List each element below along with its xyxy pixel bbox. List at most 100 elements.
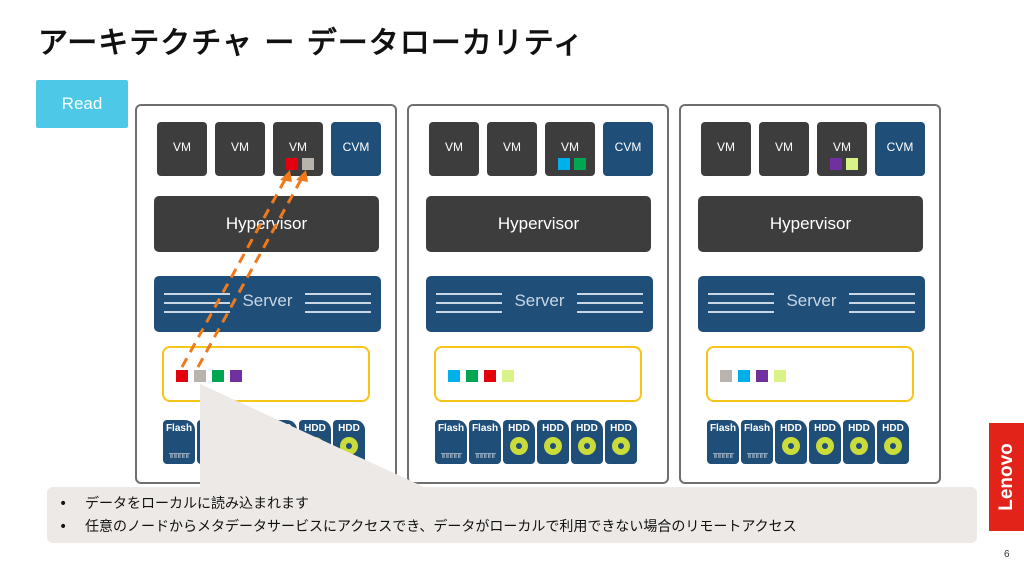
arrowhead-1 (280, 170, 292, 182)
vm-box: VM (701, 122, 751, 176)
vm-label: VM (173, 140, 191, 154)
vm-label: CVM (342, 140, 370, 154)
note-2-text: 任意のノードからメタデータサービスにアクセスでき、データがローカルで利用できない… (85, 519, 797, 535)
vm-label: VM (775, 140, 793, 154)
data-block-lime (774, 370, 786, 382)
data-block-green (212, 370, 224, 382)
vm-box: VM (545, 122, 595, 176)
data-block-cyan (738, 370, 750, 382)
vm-box: VM (487, 122, 537, 176)
data-block-gray (720, 370, 732, 382)
logo-text: Lenovo (995, 443, 1017, 511)
flash-disk-icon: Flash╥╥╥╥╥ (707, 420, 739, 464)
disk-label: HDD (848, 423, 870, 434)
hdd-disk-icon: HDD (503, 420, 535, 464)
data-block-lime (846, 158, 858, 170)
vm-label: VM (833, 140, 851, 154)
vm-label: VM (503, 140, 521, 154)
cvm-box: CVM (603, 122, 653, 176)
data-block-purple (830, 158, 842, 170)
flash-disk-icon: Flash╥╥╥╥╥ (741, 420, 773, 464)
local-storage (706, 346, 914, 402)
node-1: VMVMVMCVMHypervisorServerFlash╥╥╥╥╥Flash… (135, 104, 397, 484)
vm-box: VM (215, 122, 265, 176)
data-block-red (176, 370, 188, 382)
vm-label: VM (445, 140, 463, 154)
vm-box: VM (273, 122, 323, 176)
read-tag: Read (36, 80, 128, 128)
data-block-gray (194, 370, 206, 382)
vm-label: VM (717, 140, 735, 154)
disk-label: HDD (508, 423, 530, 434)
server-label: Server (514, 291, 565, 310)
local-storage (162, 346, 370, 402)
note-1: •データをローカルに読み込まれます (59, 496, 309, 512)
page-number: 6 (1004, 549, 1010, 560)
slide-title: アーキテクチャ ー データローカリティ (38, 26, 584, 61)
hdd-disk-icon: HDD (571, 420, 603, 464)
hypervisor: Hypervisor (698, 196, 923, 252)
hdd-disk-icon: HDD (877, 420, 909, 464)
disk-label: Flash (709, 423, 737, 434)
disk-label: HDD (304, 423, 326, 434)
data-block-lime (502, 370, 514, 382)
disk-label: Flash (471, 423, 499, 434)
disk-label: Flash (743, 423, 771, 434)
local-storage (434, 346, 642, 402)
hdd-disk-icon: HDD (843, 420, 875, 464)
vm-label: VM (561, 140, 579, 154)
note-1-text: データをローカルに読み込まれます (85, 496, 309, 512)
disk-label: HDD (882, 423, 904, 434)
data-block-red (484, 370, 496, 382)
hypervisor: Hypervisor (426, 196, 651, 252)
data-block-purple (756, 370, 768, 382)
lenovo-logo: Lenovo (989, 423, 1024, 531)
server: Server (426, 276, 653, 332)
data-block-purple (230, 370, 242, 382)
disk-label: HDD (610, 423, 632, 434)
read-path-arrow-2 (196, 175, 305, 368)
disk-label: HDD (780, 423, 802, 434)
server-label: Server (242, 291, 293, 310)
vm-label: VM (289, 140, 307, 154)
flash-disk-icon: Flash╥╥╥╥╥ (469, 420, 501, 464)
data-block-green (466, 370, 478, 382)
hdd-disk-icon: HDD (775, 420, 807, 464)
arrowhead-2 (296, 170, 308, 182)
disk-label: HDD (542, 423, 564, 434)
vm-box: VM (429, 122, 479, 176)
read-path-arrow-1 (180, 175, 289, 368)
data-block-cyan (448, 370, 460, 382)
hdd-disk-icon: HDD (537, 420, 569, 464)
data-block-gray (302, 158, 314, 170)
data-block-cyan (558, 158, 570, 170)
callout-pointer (200, 384, 435, 492)
disk-label: Flash (437, 423, 465, 434)
vm-label: VM (231, 140, 249, 154)
cvm-box: CVM (331, 122, 381, 176)
vm-box: VM (157, 122, 207, 176)
vm-box: VM (817, 122, 867, 176)
disk-label: HDD (814, 423, 836, 434)
server: Server (154, 276, 381, 332)
disk-label: HDD (576, 423, 598, 434)
flash-disk-icon: Flash╥╥╥╥╥ (163, 420, 195, 464)
server-label: Server (786, 291, 837, 310)
hdd-disk-icon: HDD (809, 420, 841, 464)
hdd-disk-icon: HDD (605, 420, 637, 464)
disk-label: Flash (165, 423, 193, 434)
data-block-red (286, 158, 298, 170)
notes-callout: •データをローカルに読み込まれます •任意のノードからメタデータサービスにアクセ… (47, 487, 977, 543)
vm-label: CVM (614, 140, 642, 154)
data-block-green (574, 158, 586, 170)
flash-disk-icon: Flash╥╥╥╥╥ (435, 420, 467, 464)
cvm-box: CVM (875, 122, 925, 176)
note-2: •任意のノードからメタデータサービスにアクセスでき、データがローカルで利用できな… (59, 519, 797, 535)
vm-label: CVM (886, 140, 914, 154)
server: Server (698, 276, 925, 332)
vm-box: VM (759, 122, 809, 176)
disk-label: HDD (338, 423, 360, 434)
